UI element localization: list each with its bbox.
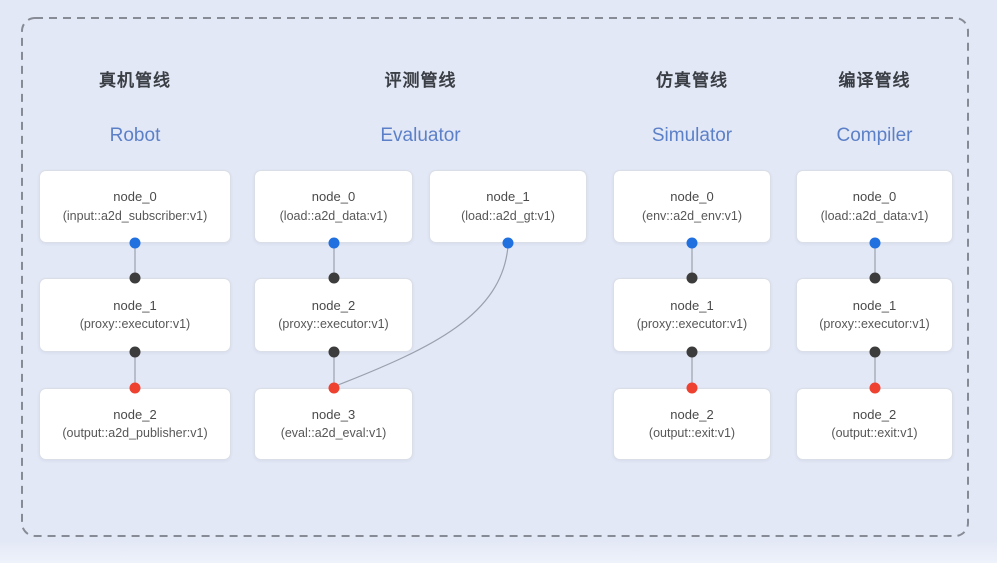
node-type: (load::a2d_gt:v1): [461, 208, 555, 223]
pipeline-title-en-simulator: Simulator: [651, 125, 733, 146]
node-box-evaluator-0: node_0 (load::a2d_data:v1): [254, 170, 413, 243]
node-name: node_2: [670, 406, 714, 422]
pipeline-title-en-evaluator: Evaluator: [380, 125, 461, 146]
node-type: (load::a2d_data:v1): [279, 208, 388, 223]
sink-port-dot: [869, 382, 881, 394]
node-type: (proxy::executor:v1): [79, 317, 191, 332]
output-port-dot: [686, 346, 698, 358]
node-box-simulator-2: node_2 (output::exit:v1): [613, 388, 771, 460]
node-type: (output::exit:v1): [648, 426, 736, 441]
node-name: node_0: [852, 189, 897, 205]
node-name: node_1: [670, 297, 714, 313]
node-type: (proxy::executor:v1): [636, 317, 748, 332]
node-box-simulator-0: node_0 (env::a2d_env:v1): [613, 170, 771, 243]
input-port-dot: [328, 272, 340, 284]
node-box-compiler-1: node_1 (proxy::executor:v1): [796, 278, 953, 352]
node-type: (proxy::executor:v1): [819, 317, 930, 332]
node-box-evaluator-3: node_3 (eval::a2d_eval:v1): [254, 388, 413, 460]
node-box-evaluator-2: node_2 (proxy::executor:v1): [254, 278, 413, 352]
node-box-compiler-2: node_2 (output::exit:v1): [796, 388, 953, 460]
pipeline-title-zh-robot: 真机管线: [99, 71, 171, 90]
pipeline-title-zh-compiler: 编译管线: [838, 71, 911, 90]
pipeline-title-zh-evaluator: 评测管线: [384, 71, 457, 90]
output-port-dot: [328, 237, 340, 249]
pipeline-title-zh-simulator: 仿真管线: [656, 71, 728, 90]
input-port-dot: [686, 272, 698, 284]
input-port-dot: [129, 272, 141, 284]
pipeline-title-en-robot: Robot: [109, 125, 161, 146]
node-type: (eval::a2d_eval:v1): [280, 426, 387, 441]
node-name: node_2: [113, 406, 157, 422]
node-name: node_0: [311, 189, 356, 205]
node-type: (load::a2d_data:v1): [820, 208, 929, 223]
node-type: (env::a2d_env:v1): [641, 208, 743, 223]
sink-port-dot: [686, 382, 698, 394]
output-port-dot: [129, 237, 141, 249]
node-name: node_2: [311, 297, 356, 313]
sink-port-dot: [328, 382, 340, 394]
output-port-dot: [869, 237, 881, 249]
node-box-robot-2: node_2 (output::a2d_publisher:v1): [39, 388, 231, 460]
output-port-dot: [129, 346, 141, 358]
node-name: node_3: [311, 406, 356, 422]
dashed-border: [21, 17, 969, 537]
node-name: node_0: [670, 189, 714, 205]
node-name: node_1: [852, 297, 897, 313]
node-box-robot-1: node_1 (proxy::executor:v1): [39, 278, 231, 352]
output-port-dot: [502, 237, 514, 249]
edge-curved-gt-to-eval: [337, 245, 509, 386]
node-box-compiler-0: node_0 (load::a2d_data:v1): [796, 170, 953, 243]
node-name: node_2: [852, 406, 897, 422]
node-type: (input::a2d_subscriber:v1): [62, 208, 208, 223]
node-type: (proxy::executor:v1): [278, 317, 389, 332]
output-port-dot: [869, 346, 881, 358]
output-port-dot: [686, 237, 698, 249]
node-name: node_1: [113, 297, 157, 313]
node-box-evaluator-1: node_1 (load::a2d_gt:v1): [429, 170, 587, 243]
node-box-simulator-1: node_1 (proxy::executor:v1): [613, 278, 771, 352]
sink-port-dot: [129, 382, 141, 394]
input-port-dot: [869, 272, 881, 284]
node-box-robot-0: node_0 (input::a2d_subscriber:v1): [39, 170, 231, 243]
pipeline-title-en-compiler: Compiler: [836, 125, 913, 146]
node-name: node_1: [486, 189, 530, 205]
output-port-dot: [328, 346, 340, 358]
node-type: (output::a2d_publisher:v1): [62, 426, 208, 441]
node-type: (output::exit:v1): [831, 426, 918, 441]
node-name: node_0: [113, 189, 157, 205]
